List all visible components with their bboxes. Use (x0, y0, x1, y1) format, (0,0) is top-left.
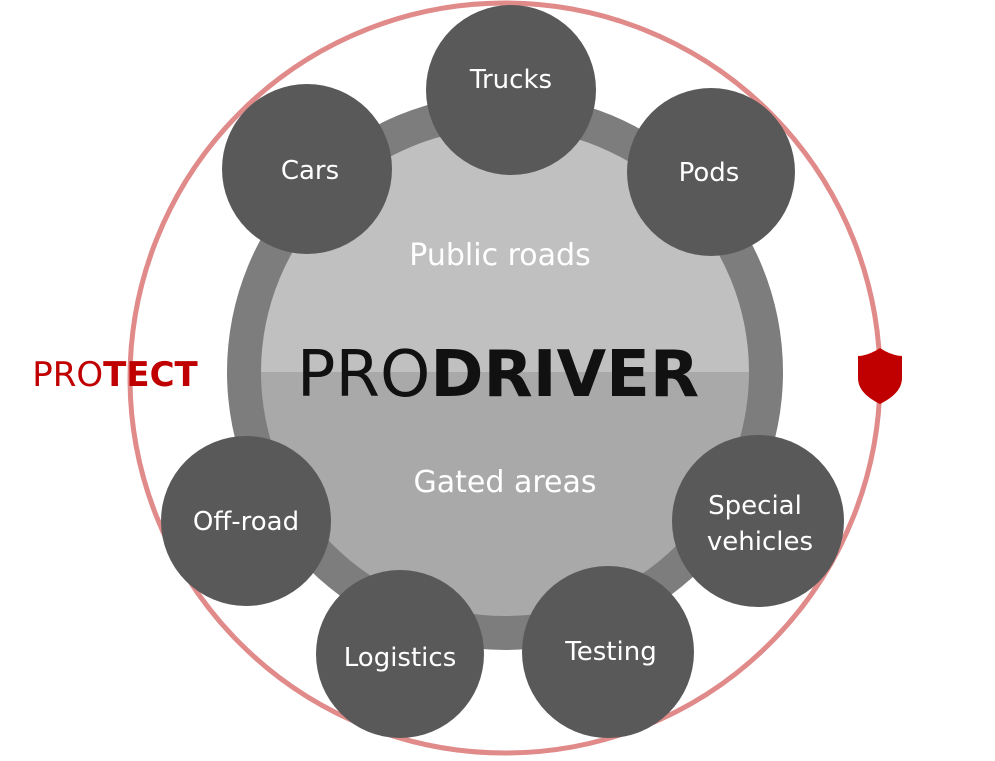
svg-text:Off-road: Off-road (193, 507, 299, 537)
svg-text:Trucks: Trucks (469, 65, 552, 95)
satellite-circle (161, 436, 331, 606)
satellite-trucks: Trucks (426, 5, 596, 175)
satellite-label-line-1: Special (708, 491, 802, 521)
svg-text:Testing: Testing (564, 637, 656, 667)
zone-label-upper: Public roads (409, 238, 590, 273)
satellite-label: Cars (281, 156, 339, 186)
satellite-circle (627, 88, 795, 256)
satellite-label: Testing (564, 637, 656, 667)
zone-label-lower: Gated areas (414, 465, 597, 500)
satellite-cars: Cars (222, 84, 392, 254)
satellite-logistics: Logistics (316, 570, 484, 738)
satellite-label: Logistics (344, 643, 456, 673)
satellite-circle (672, 435, 844, 607)
shield-icon (858, 348, 902, 404)
svg-text:Cars: Cars (281, 156, 339, 186)
satellite-circle (222, 84, 392, 254)
satellite-label-line-2: vehicles (707, 527, 813, 557)
center-title-light: PRO (297, 338, 430, 412)
protect-label: PROTECT (32, 355, 198, 395)
satellite-label: Pods (679, 158, 740, 188)
satellite-off-road: Off-road (161, 436, 331, 606)
satellite-circle (426, 5, 596, 175)
satellite-pods: Pods (627, 88, 795, 256)
satellite-circle (316, 570, 484, 738)
protect-label-light: PRO (32, 355, 103, 395)
satellite-circle (522, 566, 694, 738)
protect-label-bold: TECT (103, 355, 198, 395)
disc-lower-half (261, 372, 749, 616)
svg-text:Logistics: Logistics (344, 643, 456, 673)
center-title: PRODRIVER (297, 338, 699, 412)
satellite-label: Trucks (469, 65, 552, 95)
svg-text:Pods: Pods (679, 158, 740, 188)
center-title-bold: DRIVER (430, 338, 699, 412)
satellite-testing: Testing (522, 566, 694, 738)
satellite-label: Off-road (193, 507, 299, 537)
satellite-special-vehicles: Special vehicles (672, 435, 844, 607)
